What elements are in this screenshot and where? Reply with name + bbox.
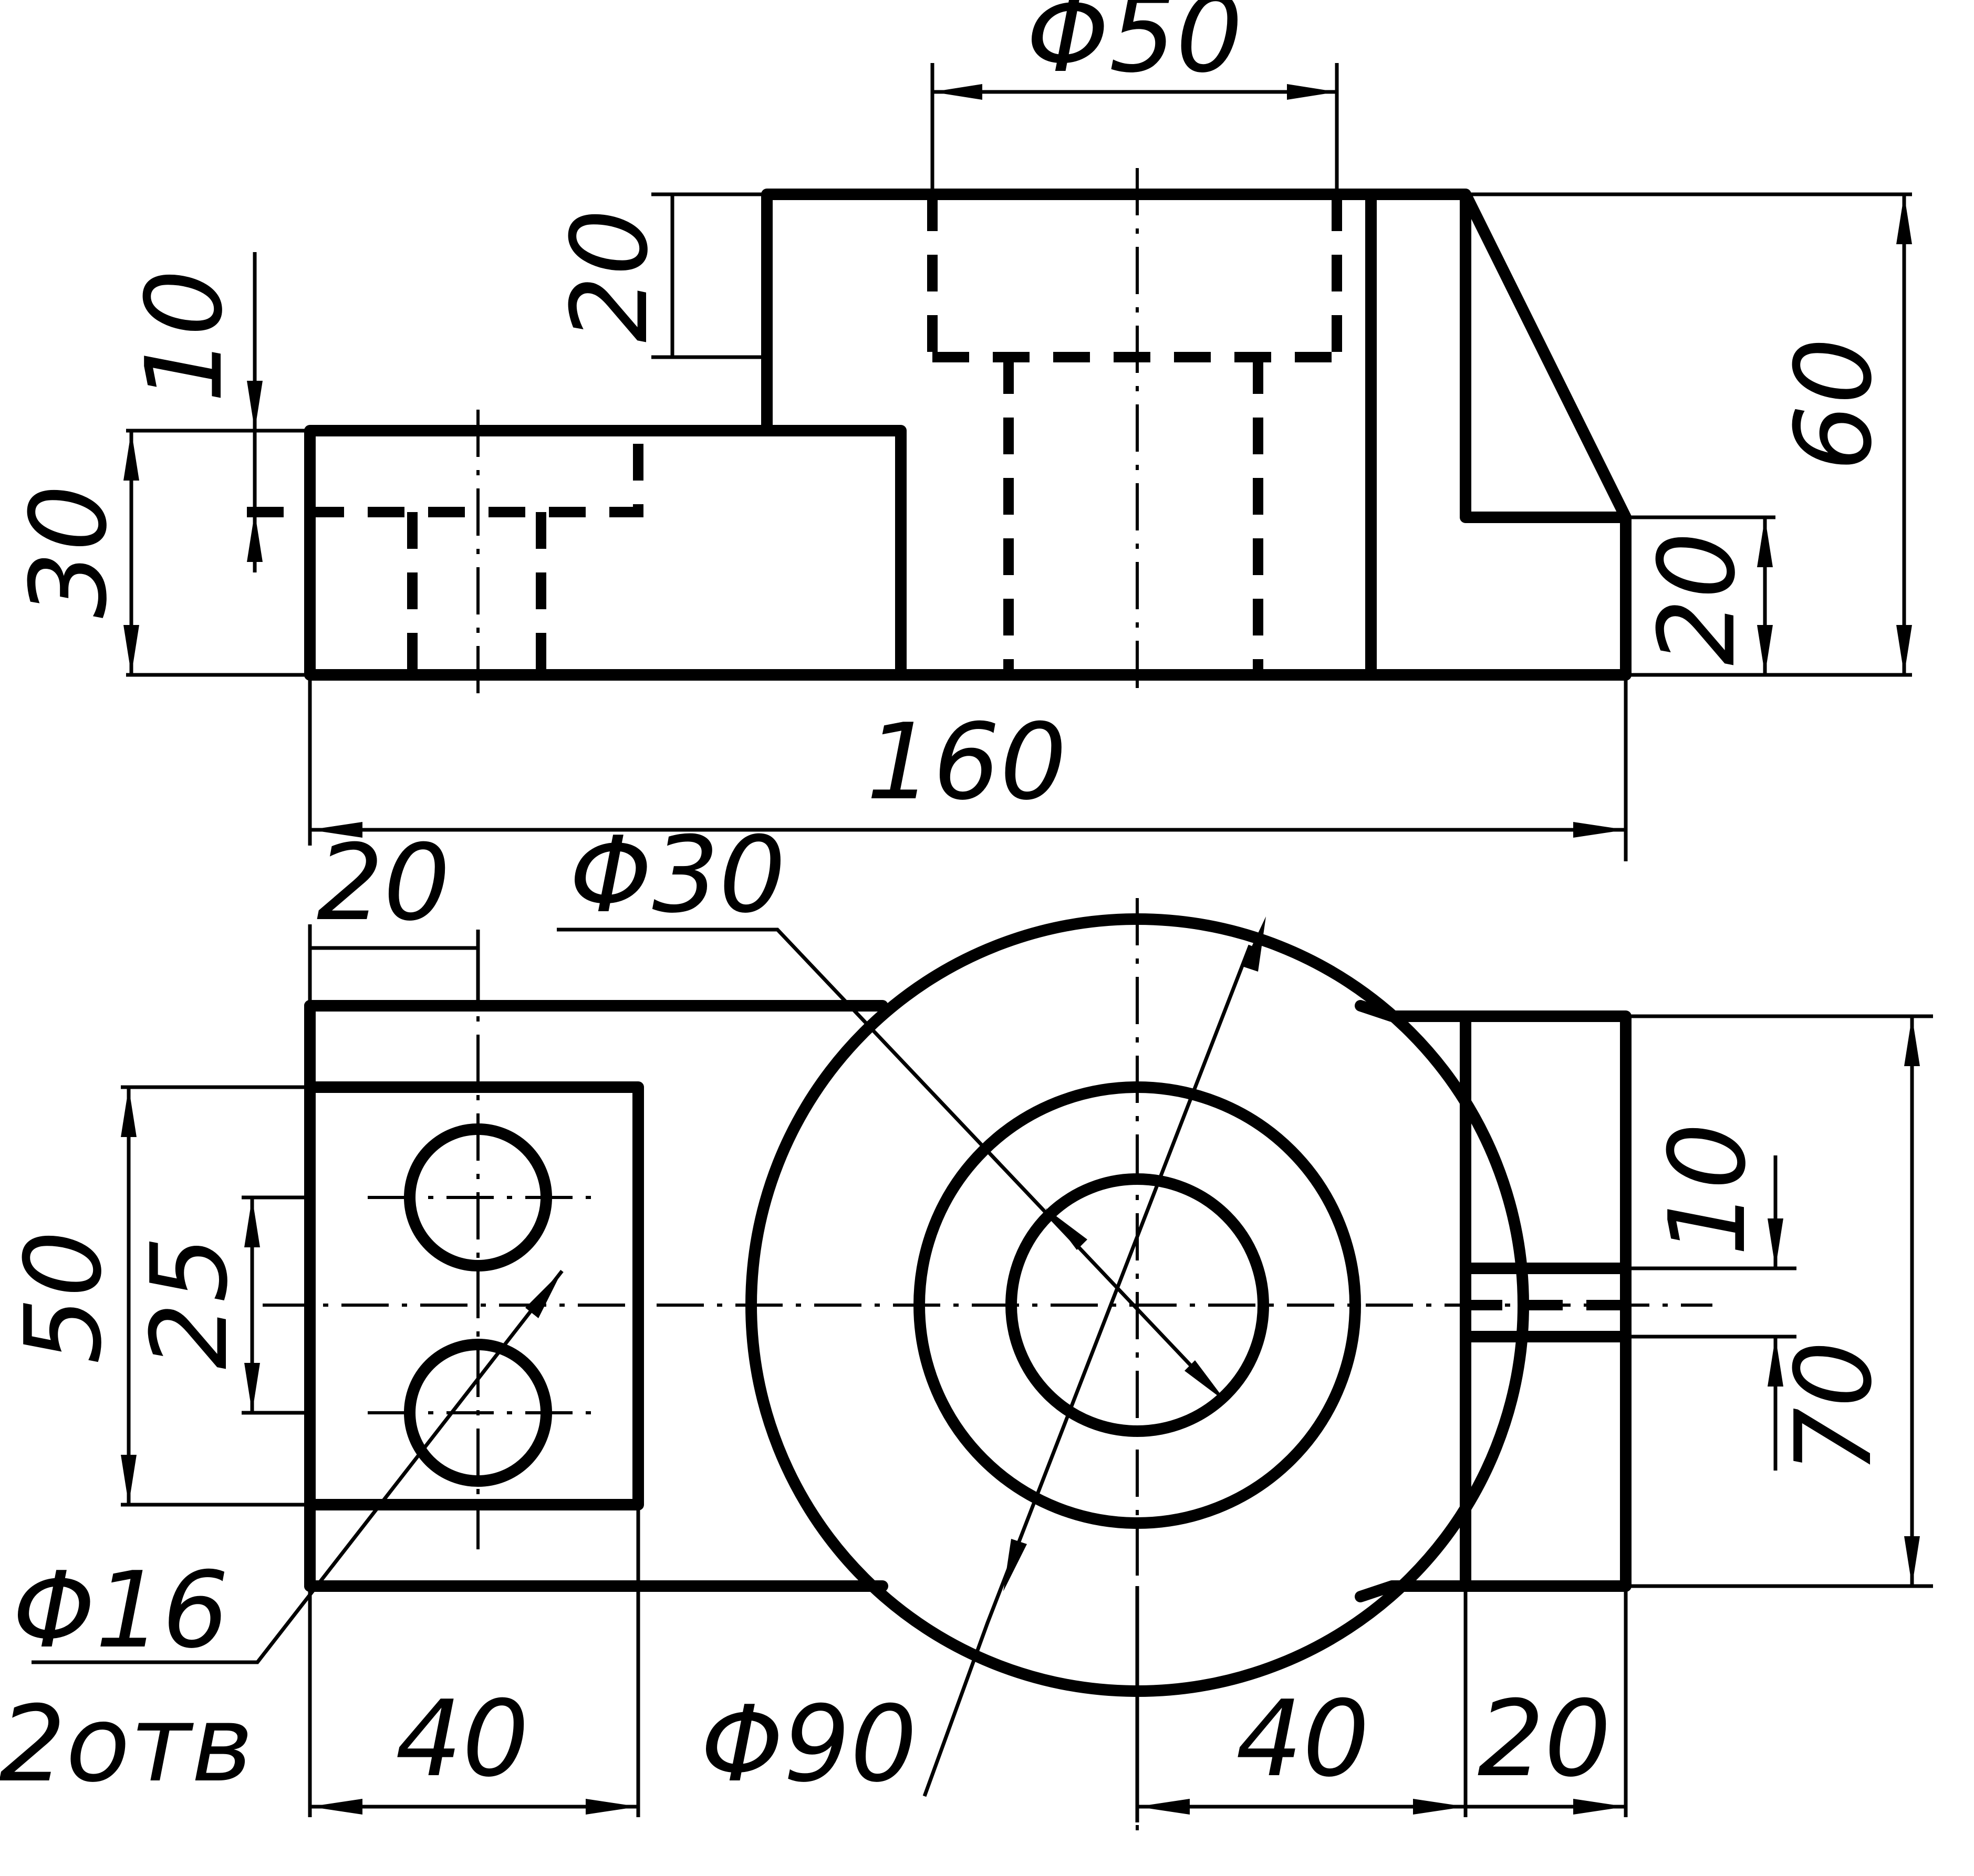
arrow xyxy=(1757,517,1773,567)
arrow xyxy=(1573,822,1626,838)
arrow xyxy=(1896,625,1912,675)
arrow xyxy=(932,84,982,100)
dim-hole-count: 2отв xyxy=(0,1683,253,1806)
ext-lines xyxy=(126,63,1912,861)
dim-total-height: 60 xyxy=(1773,338,1895,472)
dim-left-offset: 20 xyxy=(317,822,451,944)
arrow xyxy=(310,1799,362,1815)
dim-outer-dia: Φ90 xyxy=(701,1683,917,1806)
arrow xyxy=(121,1087,137,1137)
arrow xyxy=(1573,1799,1626,1815)
arrow xyxy=(310,822,362,838)
arrow xyxy=(586,1799,638,1815)
arrow xyxy=(1045,1208,1087,1250)
arrow xyxy=(123,625,139,675)
arrow xyxy=(1137,1799,1190,1815)
arrow xyxy=(1757,625,1773,675)
arrow xyxy=(247,512,263,562)
end-slot xyxy=(1460,1263,1632,1342)
dim-rib-offset: 10 xyxy=(123,269,246,403)
front-view: Φ50 20 10 30 60 20 160 xyxy=(8,0,1912,861)
dim-center-to-end: 40 xyxy=(1236,1678,1370,1800)
dim-total-length: 160 xyxy=(866,701,1067,824)
dim-total-width: 70 xyxy=(1773,1341,1895,1475)
arrow xyxy=(1242,916,1266,972)
dim-hole-pitch: 40 xyxy=(396,1678,529,1800)
dim-base-height: 30 xyxy=(8,485,130,619)
front-view-outline xyxy=(304,189,1632,681)
arrow xyxy=(244,1197,260,1247)
arrow xyxy=(1896,194,1912,244)
arrow xyxy=(1413,1799,1466,1815)
top-view: 20 Φ30 50 25 Φ16 2отв 40 Φ90 40 20 10 70 xyxy=(0,814,1933,1838)
arrow xyxy=(247,381,263,431)
dim-boss-height: 20 xyxy=(549,209,671,343)
dim-lines xyxy=(127,946,1914,1809)
dim-end-width: 20 xyxy=(1478,1678,1612,1800)
arrow xyxy=(1768,1337,1783,1387)
dim-lines xyxy=(129,90,1906,832)
leader-dia90 xyxy=(922,944,1252,1797)
arrow xyxy=(244,1363,260,1413)
arrow xyxy=(1185,1360,1227,1402)
dim-hole-spacing: 25 xyxy=(129,1236,251,1370)
hidden-step xyxy=(247,441,643,517)
dim-dia-top: Φ50 xyxy=(1026,0,1243,96)
square-boss xyxy=(304,1081,644,1510)
dim-base-step: 20 xyxy=(1636,532,1759,666)
dim-block-width: 50 xyxy=(3,1231,125,1364)
arrow xyxy=(1003,1539,1027,1591)
arrow xyxy=(525,1271,562,1318)
arrow xyxy=(1287,84,1337,100)
arrow xyxy=(1904,1536,1920,1586)
leader-dia30 xyxy=(557,927,1212,1388)
arrow xyxy=(1904,1016,1920,1066)
leader-dia16 xyxy=(32,1269,564,1664)
arrow xyxy=(121,1455,137,1505)
ext-lines xyxy=(121,924,1933,1822)
arrow xyxy=(123,431,139,481)
arrow xyxy=(1768,1218,1783,1268)
dim-hole-dia: Φ16 xyxy=(13,1549,229,1672)
dim-slot-width: 10 xyxy=(1647,1123,1769,1257)
dim-bore-dia: Φ30 xyxy=(569,814,786,936)
